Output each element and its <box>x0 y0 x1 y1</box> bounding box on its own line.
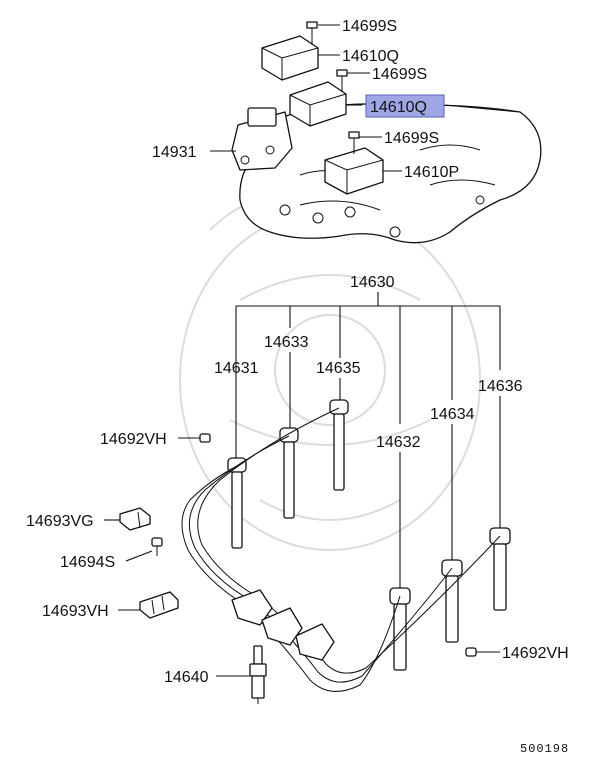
callout-bolt-14699s-mid[interactable]: 14699S <box>372 66 427 83</box>
cable-set-leaders <box>235 292 501 590</box>
callout-bracket-14931[interactable]: 14931 <box>152 144 197 161</box>
callout-coil-14610q-highlighted[interactable]: 14610Q <box>370 99 427 116</box>
coil-bracket <box>231 107 293 171</box>
callout-coil-14610q-top[interactable]: 14610Q <box>342 48 399 65</box>
clamp-14693vg <box>119 507 151 531</box>
cable-boot-14634 <box>441 559 463 643</box>
callout-spark-plug-14640[interactable]: 14640 <box>164 669 209 686</box>
callout-cable-14635[interactable]: 14635 <box>316 360 361 377</box>
diagram-reference-number: 500198 <box>520 742 569 756</box>
callout-bolt-14699s-top[interactable]: 14699S <box>342 18 397 35</box>
bolt-lower <box>348 131 360 154</box>
ignition-coil-top <box>261 35 319 81</box>
screw-14694s <box>151 537 163 556</box>
callout-clamp-14692vh-right[interactable]: 14692VH <box>502 645 569 662</box>
ignition-coil-lower <box>324 147 384 195</box>
spark-plug <box>249 645 267 704</box>
callout-clamp-14693vg[interactable]: 14693VG <box>26 513 94 530</box>
callout-bolt-14699s-low[interactable]: 14699S <box>384 130 439 147</box>
cable-boot-14635 <box>329 399 349 491</box>
callout-cable-14632[interactable]: 14632 <box>376 434 421 451</box>
callout-clamp-14692vh-left[interactable]: 14692VH <box>100 431 167 448</box>
clamp-14692vh-right <box>465 647 477 657</box>
clamp-14692vh-left <box>199 433 211 443</box>
cable-bundle <box>181 407 501 692</box>
callout-cable-14634[interactable]: 14634 <box>430 406 475 423</box>
callout-leaders <box>104 24 521 677</box>
callout-screw-14694s[interactable]: 14694S <box>60 554 115 571</box>
callout-coil-14610p[interactable]: 14610P <box>404 164 459 181</box>
callout-cable-14633[interactable]: 14633 <box>264 334 309 351</box>
highlighted-part-box <box>365 94 445 118</box>
callout-clamp-14693vh[interactable]: 14693VH <box>42 603 109 620</box>
callout-cable-14636[interactable]: 14636 <box>478 378 523 395</box>
clamp-14693vh <box>139 591 179 619</box>
cable-boot-14636 <box>489 527 511 611</box>
ignition-coil-middle <box>289 81 347 127</box>
bolt-top <box>306 21 318 44</box>
cable-boot-14633 <box>279 427 299 519</box>
callout-cable-14631[interactable]: 14631 <box>214 360 259 377</box>
callout-cable-set-14630[interactable]: 14630 <box>350 274 395 291</box>
